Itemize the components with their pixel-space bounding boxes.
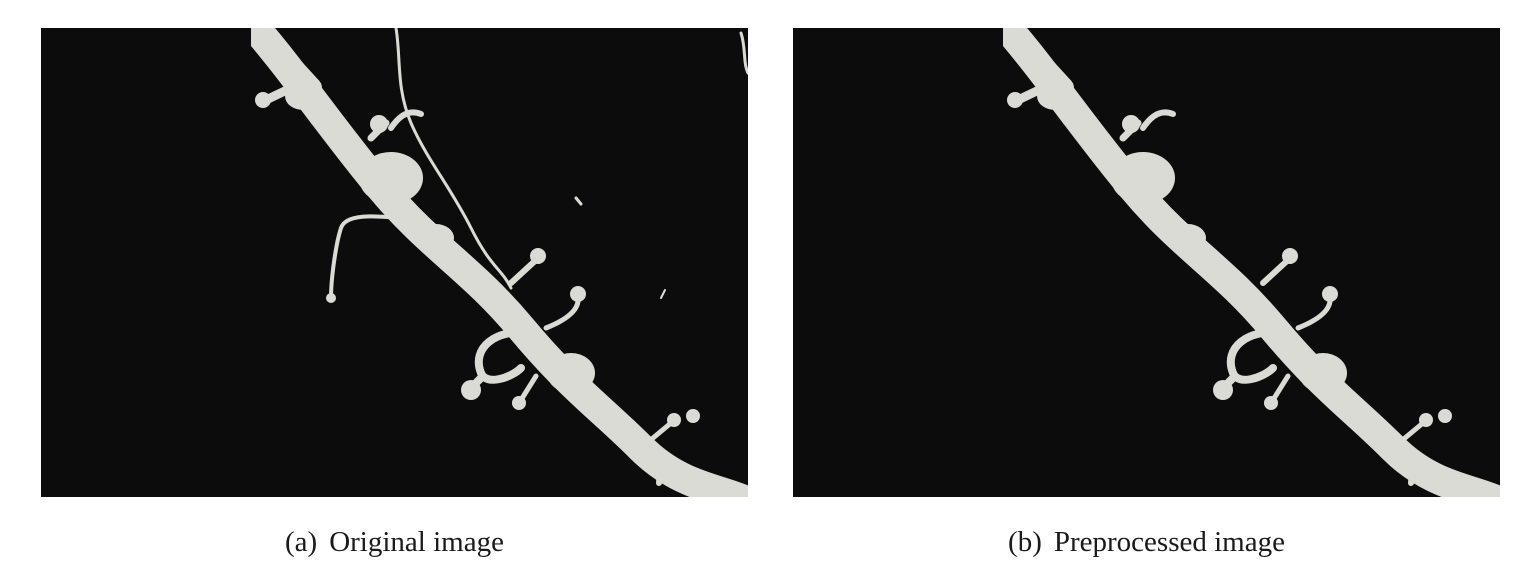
caption-text-a: Original image (329, 526, 504, 558)
preprocessed-image-panel (793, 28, 1500, 497)
caption-label-b: (b) (1008, 526, 1042, 558)
caption-preprocessed: (b) Preprocessed image (793, 522, 1500, 562)
original-image-panel (41, 28, 748, 497)
caption-original: (a) Original image (41, 522, 748, 562)
caption-label-a: (a) (285, 526, 318, 558)
original-dendrite-image (41, 28, 748, 497)
caption-text-b: Preprocessed image (1053, 526, 1285, 558)
preprocessed-dendrite-image (793, 28, 1500, 497)
